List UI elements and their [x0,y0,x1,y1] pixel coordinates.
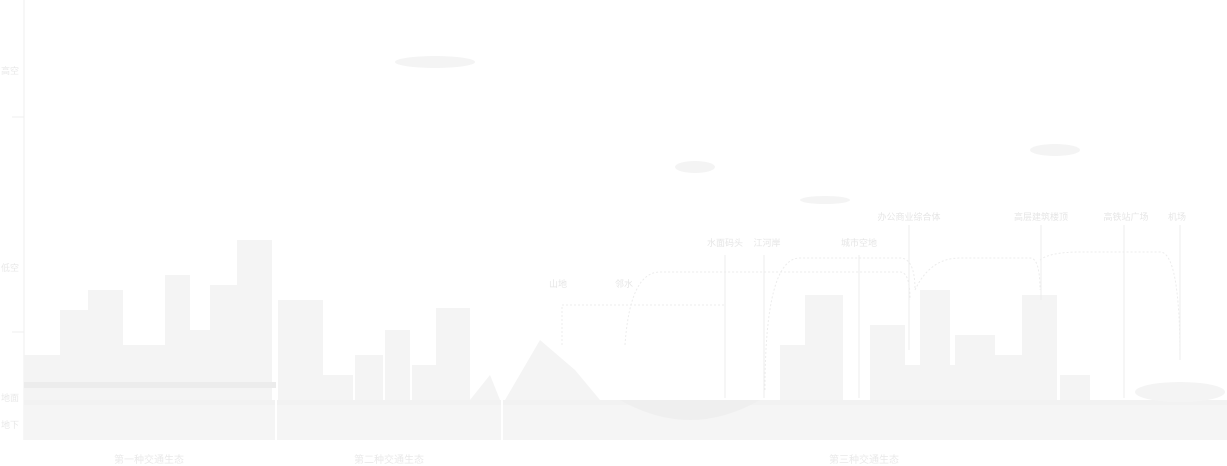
site-label-urban-open-space: 城市空地 [840,239,878,249]
site-label-riverbank: 江河岸 [753,239,781,249]
ecology-3-buildings [505,290,1225,420]
level-underground: 地下 [1,421,20,431]
ecology-1-buildings [24,240,276,400]
water [620,400,760,420]
site-label-airport: 机场 [1167,213,1187,223]
site-label-office-complex: 办公商业综合体 [877,213,941,223]
drone-icon [800,196,850,204]
ecology-label-2: 第二种交通生态 [354,455,424,466]
tiltrotor-icon [1030,144,1080,156]
helicopter-icon [675,161,715,173]
level-high-altitude: 高空 [1,67,20,77]
site-label-mountain: 山地 [548,280,568,290]
airplane-icon [395,56,475,68]
flight-routes [561,251,1181,391]
level-low-altitude: 低空 [1,264,20,274]
site-label-rooftop: 高层建筑楼顶 [1013,213,1069,223]
airport [1135,382,1225,402]
site-label-rail-station-plaza: 高铁站广场 [1103,213,1149,223]
site-label-water-pier: 水面码头 [706,239,744,249]
site-label-waterside: 邻水 [614,280,634,290]
underground-band [24,405,1227,440]
ecology-label-1: 第一种交通生态 [114,455,184,466]
label-leaders [724,225,1181,398]
ecology-label-3: 第三种交通生态 [829,455,899,466]
mountain [505,340,600,400]
level-ground: 地面 [1,394,20,404]
ecology-2-buildings [278,300,500,400]
